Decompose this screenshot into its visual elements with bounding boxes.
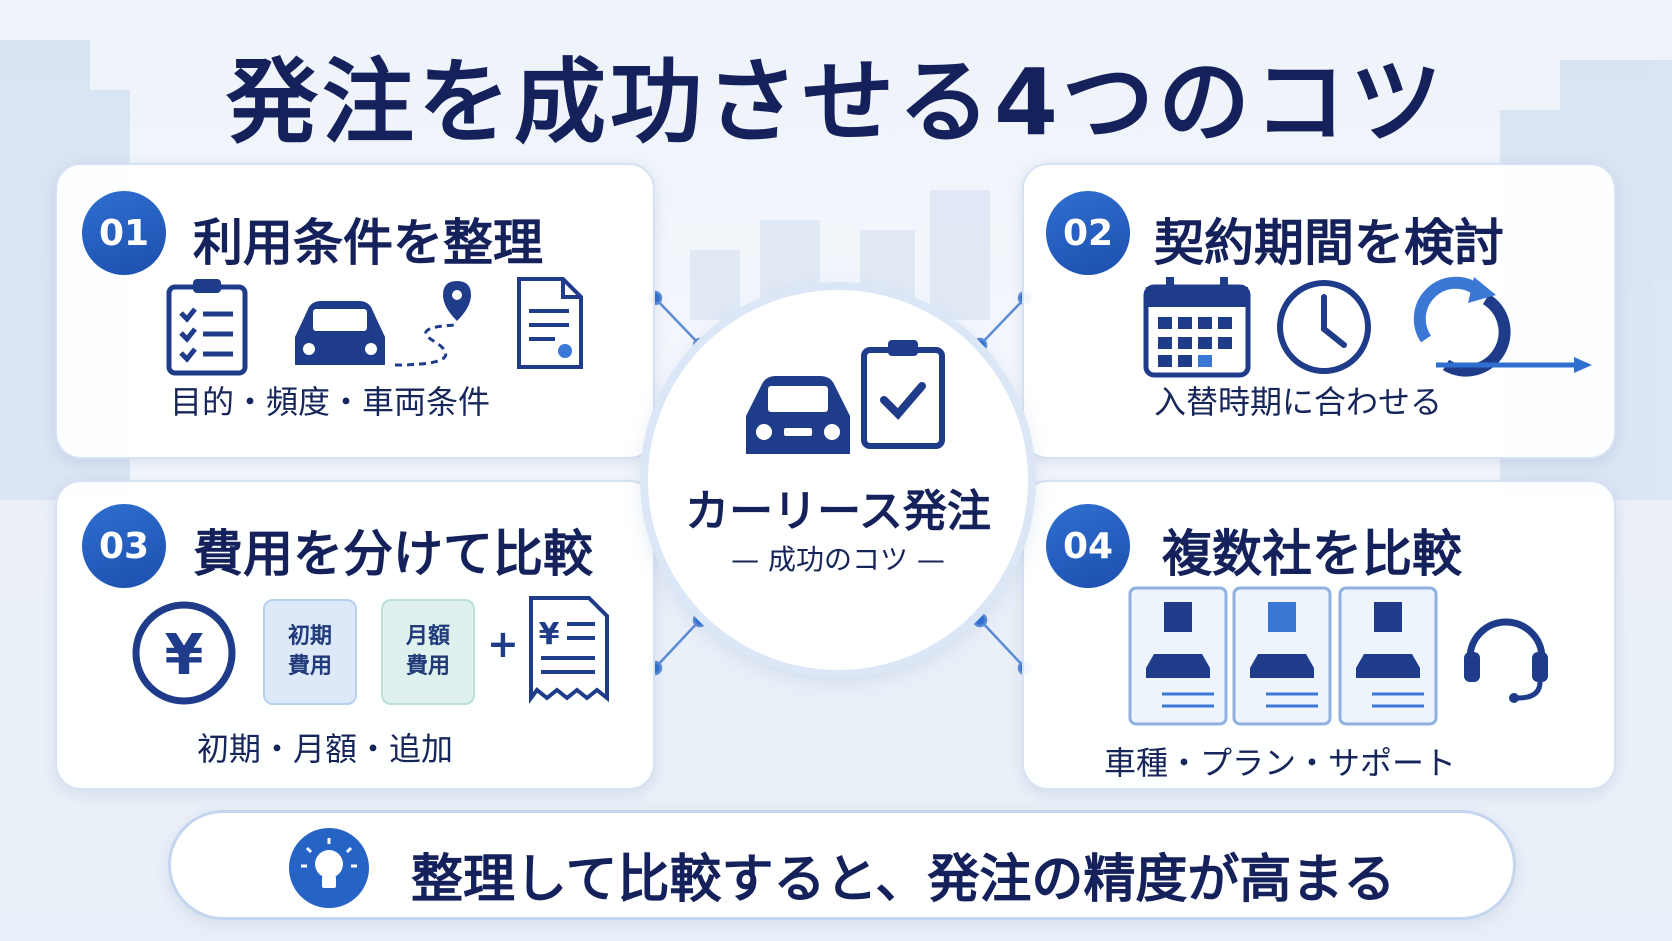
tip-card-02: 02 契約期間を検討 入替時期に合わせる bbox=[1022, 163, 1616, 459]
tip-title: 契約期間を検討 bbox=[1154, 214, 1504, 272]
tip-title: 複数社を比較 bbox=[1162, 525, 1462, 583]
tip-card-01: 01 利用条件を整理 目的・頻度・車両条件 bbox=[55, 163, 655, 459]
tip-title: 利用条件を整理 bbox=[193, 214, 543, 272]
page-title: 発注を成功させる4つのコツ bbox=[225, 49, 1446, 156]
document-icon bbox=[517, 277, 583, 369]
tip-number-badge: 04 bbox=[1046, 504, 1130, 588]
tip-title: 費用を分けて比較 bbox=[193, 525, 593, 583]
tip-number-badge: 02 bbox=[1046, 191, 1130, 275]
company-comparison-icon bbox=[1128, 586, 1438, 726]
checklist-clipboard-icon bbox=[861, 340, 945, 449]
tip-caption: 入替時期に合わせる bbox=[1154, 383, 1443, 421]
calendar-icon bbox=[1143, 277, 1251, 378]
center-subtitle: — 成功のコツ — bbox=[731, 543, 945, 576]
tip-caption: 目的・頻度・車両条件 bbox=[170, 383, 491, 421]
cycle-arrow-icon bbox=[1413, 276, 1592, 377]
center-hub: カーリース発注 — 成功のコツ — bbox=[648, 290, 1028, 670]
tip-number-badge: 01 bbox=[82, 191, 166, 275]
lightbulb-icon bbox=[289, 828, 369, 908]
plus-sign: + bbox=[487, 622, 519, 666]
car-icon bbox=[746, 376, 850, 454]
tip-caption: 車種・プラン・サポート bbox=[1104, 744, 1457, 782]
center-title: カーリース発注 bbox=[685, 486, 991, 537]
initial-fee-box: 初期 費用 bbox=[263, 599, 357, 705]
fee-box-line2: 費用 bbox=[405, 654, 450, 679]
clock-icon bbox=[1277, 280, 1371, 374]
tip-number-badge: 03 bbox=[82, 504, 166, 588]
headset-icon bbox=[1464, 618, 1548, 703]
conclusion-text: 整理して比較すると、発注の精度が高まる bbox=[411, 850, 1396, 910]
tip-caption: 初期・月額・追加 bbox=[197, 730, 454, 768]
svg-text:¥: ¥ bbox=[539, 617, 560, 652]
monthly-fee-box: 月額 費用 bbox=[381, 599, 475, 705]
car-route-icon bbox=[295, 281, 471, 367]
fee-box-line1: 月額 bbox=[405, 624, 450, 649]
fee-box-line1: 初期 bbox=[287, 624, 332, 649]
svg-text:¥: ¥ bbox=[165, 623, 204, 688]
conclusion-banner: 整理して比較すると、発注の精度が高まる bbox=[168, 810, 1516, 920]
receipt-icon: ¥ bbox=[529, 596, 609, 704]
yen-coin-icon: ¥ bbox=[132, 601, 236, 705]
checklist-icon bbox=[166, 279, 248, 376]
fee-box-line2: 費用 bbox=[287, 654, 332, 679]
tip-card-03: 03 費用を分けて比較 ¥ 初期 費用 月額 費用 + ¥ 初期・月額・追加 bbox=[55, 480, 655, 790]
tip-card-04: 04 複数社を比較 車種・プラン・サポート bbox=[1022, 480, 1616, 790]
